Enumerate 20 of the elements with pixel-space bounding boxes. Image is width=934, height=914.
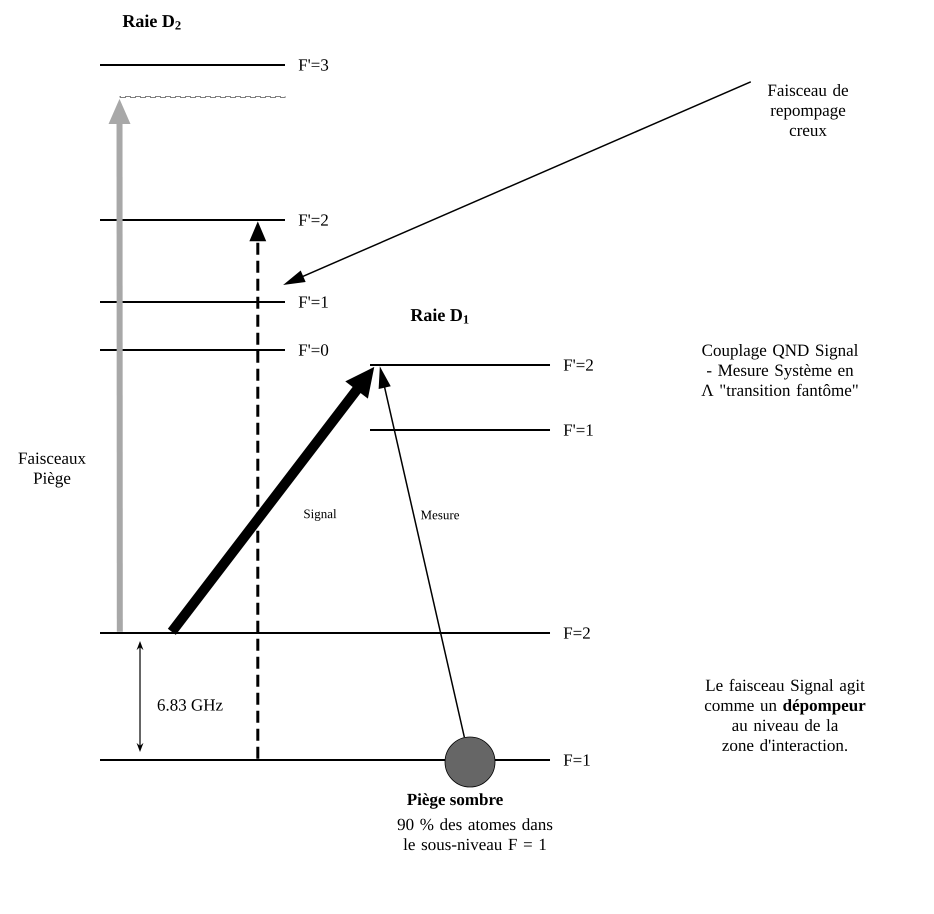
level-label: F'=1 bbox=[298, 296, 328, 308]
level-label: F=1 bbox=[564, 754, 590, 766]
annotation-text: Raie D$_{2}$ bbox=[122, 14, 181, 30]
level-label: F'=1 bbox=[564, 424, 593, 436]
annotation-text: Faisceau de repompage creux bbox=[768, 84, 848, 136]
node-label: Piège sombre bbox=[407, 793, 503, 809]
annotation-text: Le faisceau Signal agit comme un dépompeur au niveau de la zone d'interaction. bbox=[704, 678, 866, 752]
edge-label: Signal bbox=[302, 508, 338, 522]
level-label: F'=0 bbox=[298, 344, 328, 356]
level-label: F'=3 bbox=[298, 59, 328, 71]
level-label: F'=2 bbox=[564, 359, 593, 371]
level-label: F'=2 bbox=[298, 214, 328, 226]
level-label: F=2 bbox=[564, 627, 590, 639]
node-label: 90 % des atomes dans le sous-niveau F = 1 bbox=[398, 818, 552, 850]
atom-cloud bbox=[444, 736, 496, 788]
edge-label: Mesure bbox=[420, 510, 460, 520]
annotation-text: Raie D$_{1}$ bbox=[410, 308, 468, 324]
annotation-text: Couplage QND Signal - Mesure Système en Λ "transition fantôme" bbox=[701, 344, 858, 396]
annotation-text: 6.83 GHz bbox=[158, 699, 223, 711]
annotation-text: Faisceaux Piège bbox=[18, 452, 86, 488]
